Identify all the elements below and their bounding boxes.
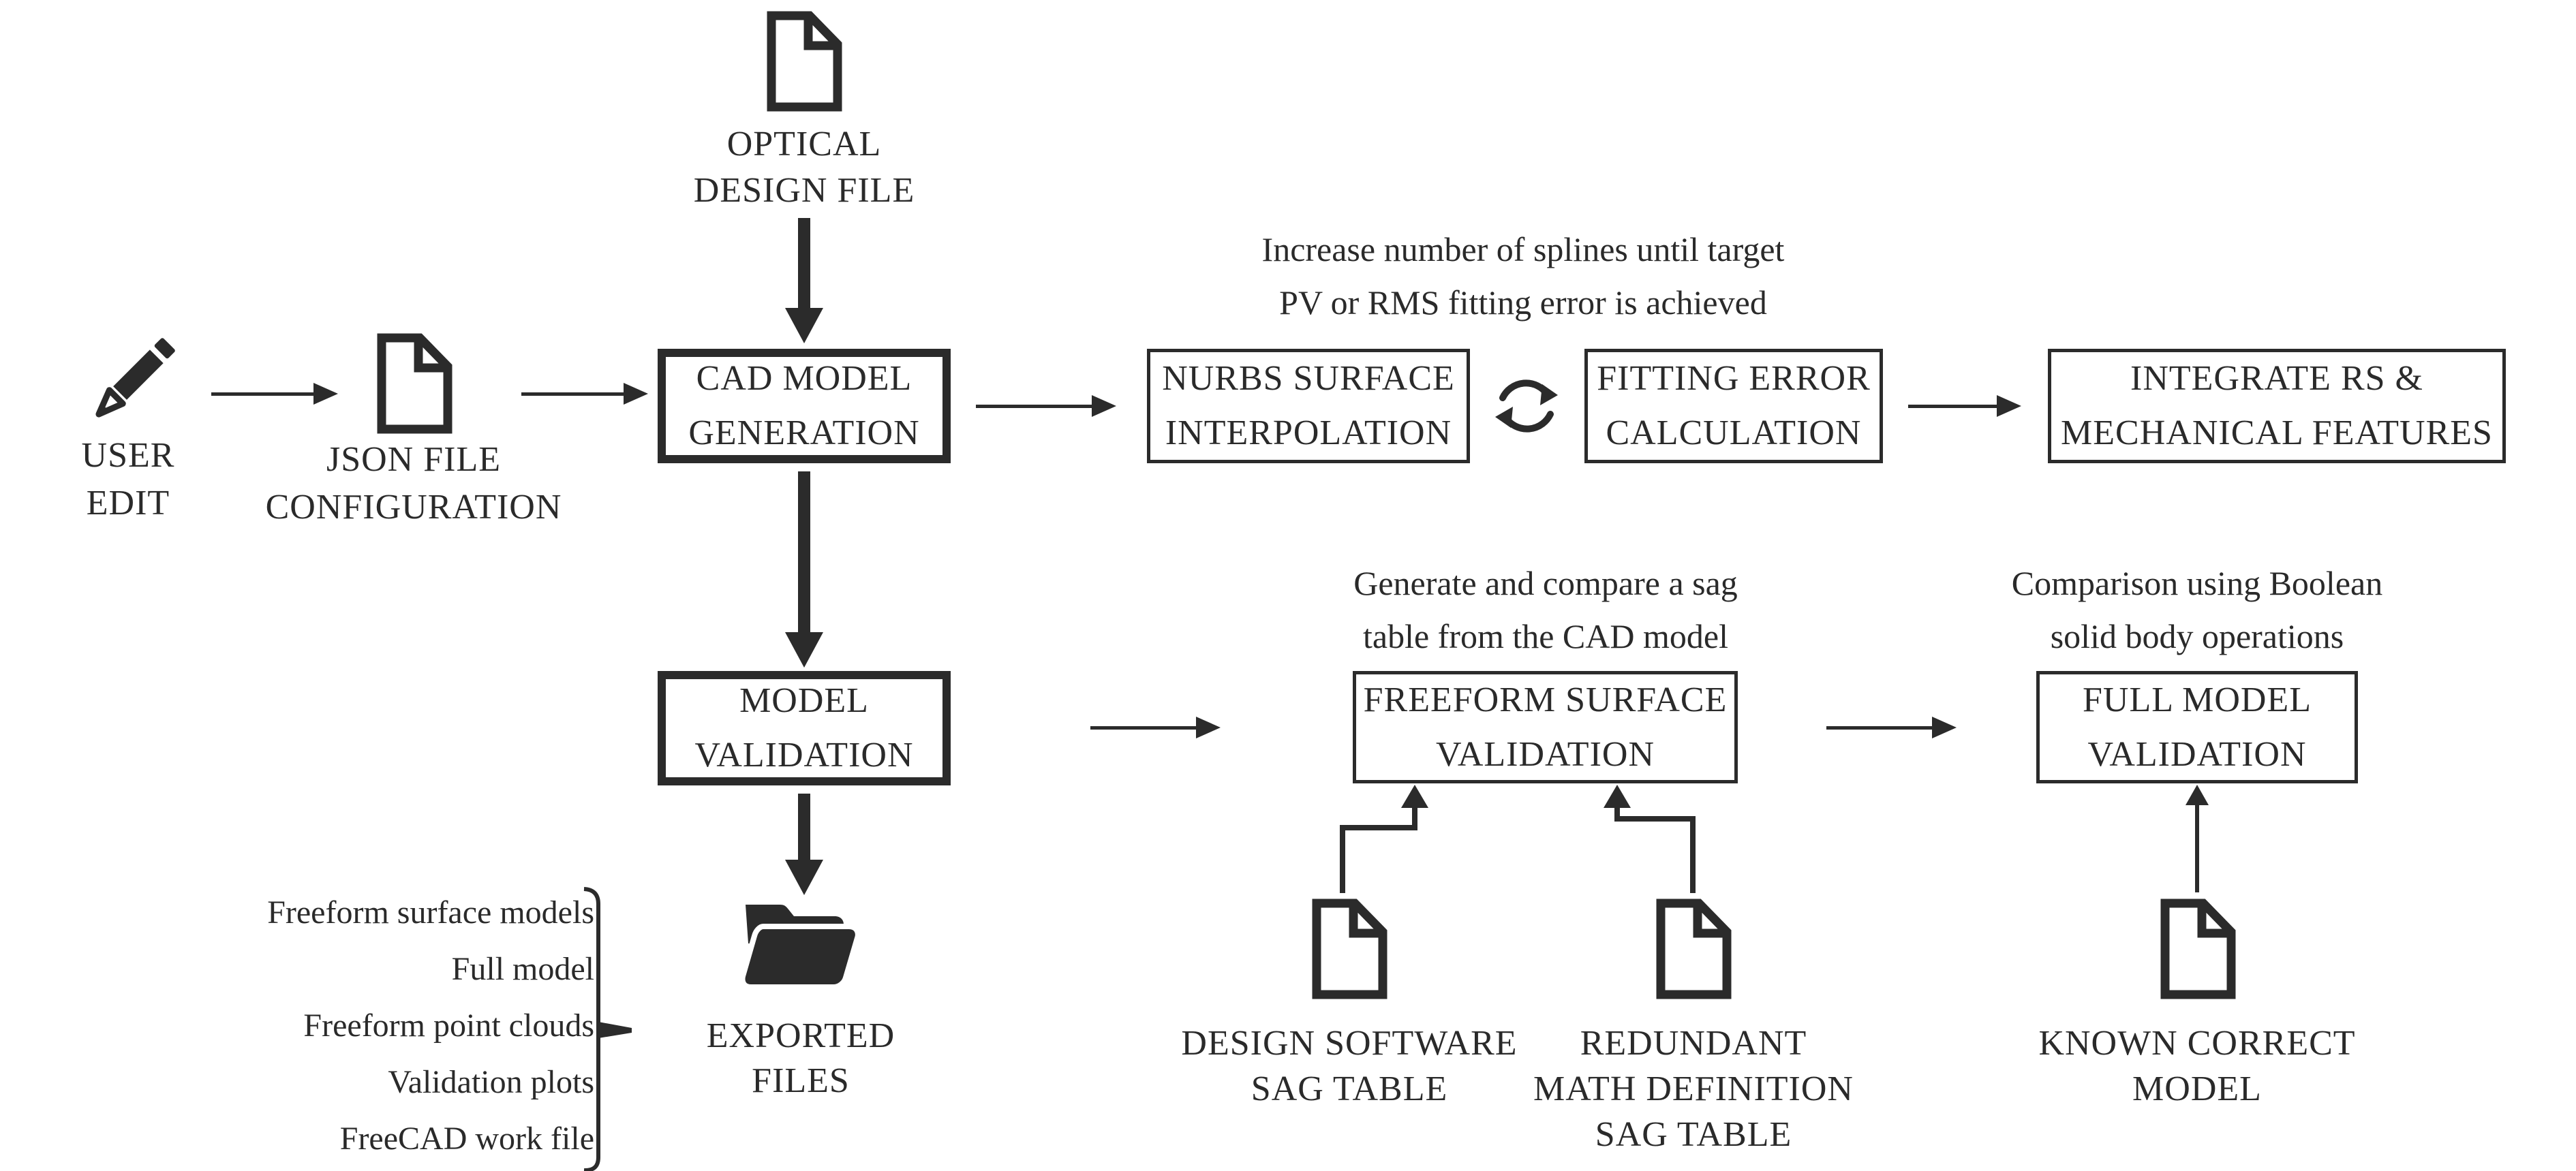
annotation-boolean-line2: solid body operations	[2050, 617, 2344, 655]
integrate-box: INTEGRATE RS & MECHANICAL FEATURES	[2048, 349, 2506, 463]
known-model-file-icon	[2160, 899, 2236, 999]
connector-redundant-vertical-lower	[1690, 816, 1696, 893]
arrow-optical-to-cad	[798, 218, 810, 308]
connector-known-head	[2186, 785, 2209, 805]
exported-list: Freeform surface models Full model Freef…	[198, 884, 594, 1167]
json-config-line1: JSON FILE	[326, 440, 502, 479]
model-validation-box: MODEL VALIDATION	[658, 671, 951, 785]
arrow-freeform-to-full-head	[1932, 717, 1957, 738]
redundant-sag-line2: MATH DEFINITION	[1533, 1069, 1854, 1108]
exported-files-line2: FILES	[752, 1061, 850, 1100]
redundant-sag-line1: REDUNDANT	[1580, 1024, 1807, 1063]
annotation-splines: Increase number of splines until target …	[1262, 223, 1785, 329]
cad-generation-box: CAD MODEL GENERATION	[658, 349, 951, 463]
design-sag-line1: DESIGN SOFTWARE	[1181, 1024, 1518, 1063]
fitting-box: FITTING ERROR CALCULATION	[1584, 349, 1883, 463]
optical-file-icon	[767, 11, 842, 112]
list-bracket	[583, 887, 632, 1171]
arrow-validation-to-freeform	[1090, 726, 1196, 730]
exported-files-label: EXPORTED FILES	[707, 1014, 895, 1104]
user-edit-label: USER EDIT	[82, 432, 175, 527]
redundant-sag-label: REDUNDANT MATH DEFINITION SAG TABLE	[1533, 1020, 1854, 1157]
connector-design-head	[1401, 785, 1428, 808]
arrow-json-to-cad	[521, 392, 624, 396]
redundant-sag-file-icon	[1656, 899, 1732, 999]
cad-generation-line1: CAD MODEL	[696, 359, 913, 398]
freeform-validation-line2: VALIDATION	[1435, 734, 1655, 774]
annotation-boolean-line1: Comparison using Boolean	[2011, 564, 2383, 602]
integrate-line1: INTEGRATE RS &	[2130, 359, 2423, 398]
annotation-splines-line1: Increase number of splines until target	[1261, 230, 1785, 268]
arrow-fitting-to-integrate	[1908, 405, 1997, 408]
integrate-line2: MECHANICAL FEATURES	[2061, 413, 2493, 452]
connector-redundant-vertical-upper	[1614, 807, 1620, 822]
arrow-cad-to-validation	[798, 471, 810, 632]
known-model-label: KNOWN CORRECT MODEL	[2038, 1020, 2355, 1112]
connector-design-vertical-lower	[1340, 825, 1345, 893]
connector-design-vertical-upper	[1412, 807, 1417, 830]
connector-design-horizontal	[1340, 825, 1417, 830]
exported-list-item: FreeCAD work file	[339, 1121, 594, 1157]
annotation-boolean: Comparison using Boolean solid body oper…	[2012, 557, 2382, 663]
optical-file-line2: DESIGN FILE	[693, 171, 915, 210]
arrow-fitting-to-integrate-head	[1997, 395, 2021, 417]
json-config-label: JSON FILE CONFIGURATION	[266, 436, 562, 531]
arrow-validation-to-exported-head	[785, 860, 823, 895]
optical-file-label: OPTICAL DESIGN FILE	[694, 121, 915, 214]
exported-files-line1: EXPORTED	[706, 1016, 895, 1055]
freeform-validation-box: FREEFORM SURFACE VALIDATION	[1353, 671, 1738, 783]
fitting-line2: CALCULATION	[1606, 413, 1862, 452]
exported-list-item: Full model	[451, 951, 594, 987]
model-validation-line1: MODEL	[739, 681, 869, 720]
cad-generation-line2: GENERATION	[688, 413, 920, 452]
optical-file-line1: OPTICAL	[726, 125, 882, 163]
freeform-validation-line1: FREEFORM SURFACE	[1363, 680, 1728, 719]
connector-redundant-head	[1604, 785, 1631, 808]
connector-redundant-horizontal	[1614, 816, 1696, 822]
exported-list-item: Validation plots	[388, 1064, 594, 1100]
connector-known-vertical	[2195, 804, 2199, 892]
annotation-splines-line2: PV or RMS fitting error is achieved	[1279, 283, 1767, 322]
full-validation-line1: FULL MODEL	[2083, 680, 2312, 719]
nurbs-line1: NURBS SURFACE	[1162, 359, 1455, 398]
user-edit-line2: EDIT	[86, 484, 170, 522]
user-edit-line1: USER	[81, 436, 175, 475]
cycle-icon	[1495, 379, 1558, 433]
design-sag-line2: SAG TABLE	[1251, 1069, 1448, 1108]
json-config-line2: CONFIGURATION	[265, 488, 562, 527]
nurbs-line2: INTERPOLATION	[1165, 413, 1452, 452]
exported-list-item: Freeform point clouds	[303, 1008, 594, 1044]
full-validation-line2: VALIDATION	[2087, 734, 2307, 774]
arrow-optical-to-cad-head	[785, 308, 823, 343]
arrow-user-to-json	[211, 392, 313, 396]
arrow-validation-to-exported	[798, 794, 810, 860]
exported-list-item: Freeform surface models	[267, 894, 594, 931]
folder-icon	[739, 905, 861, 990]
fitting-line1: FITTING ERROR	[1597, 359, 1871, 398]
redundant-sag-line3: SAG TABLE	[1595, 1115, 1792, 1154]
arrow-json-to-cad-head	[624, 383, 648, 405]
arrow-validation-to-freeform-head	[1196, 717, 1221, 738]
full-validation-box: FULL MODEL VALIDATION	[2036, 671, 2358, 783]
arrow-freeform-to-full	[1826, 726, 1932, 730]
design-sag-label: DESIGN SOFTWARE SAG TABLE	[1181, 1020, 1517, 1112]
model-validation-line2: VALIDATION	[694, 736, 914, 775]
arrow-cad-to-nurbs	[976, 405, 1092, 408]
known-model-line1: KNOWN CORRECT	[2038, 1024, 2356, 1063]
annotation-sag-line1: Generate and compare a sag	[1353, 564, 1738, 602]
annotation-sag-line2: table from the CAD model	[1362, 617, 1728, 655]
arrow-cad-to-validation-head	[785, 632, 823, 668]
nurbs-box: NURBS SURFACE INTERPOLATION	[1147, 349, 1470, 463]
arrow-cad-to-nurbs-head	[1092, 395, 1116, 417]
known-model-line2: MODEL	[2132, 1069, 2262, 1108]
pencil-icon	[95, 338, 175, 418]
json-file-icon	[377, 333, 453, 434]
arrow-user-to-json-head	[313, 383, 338, 405]
design-sag-file-icon	[1312, 899, 1387, 999]
annotation-sag: Generate and compare a sag table from th…	[1353, 557, 1738, 663]
